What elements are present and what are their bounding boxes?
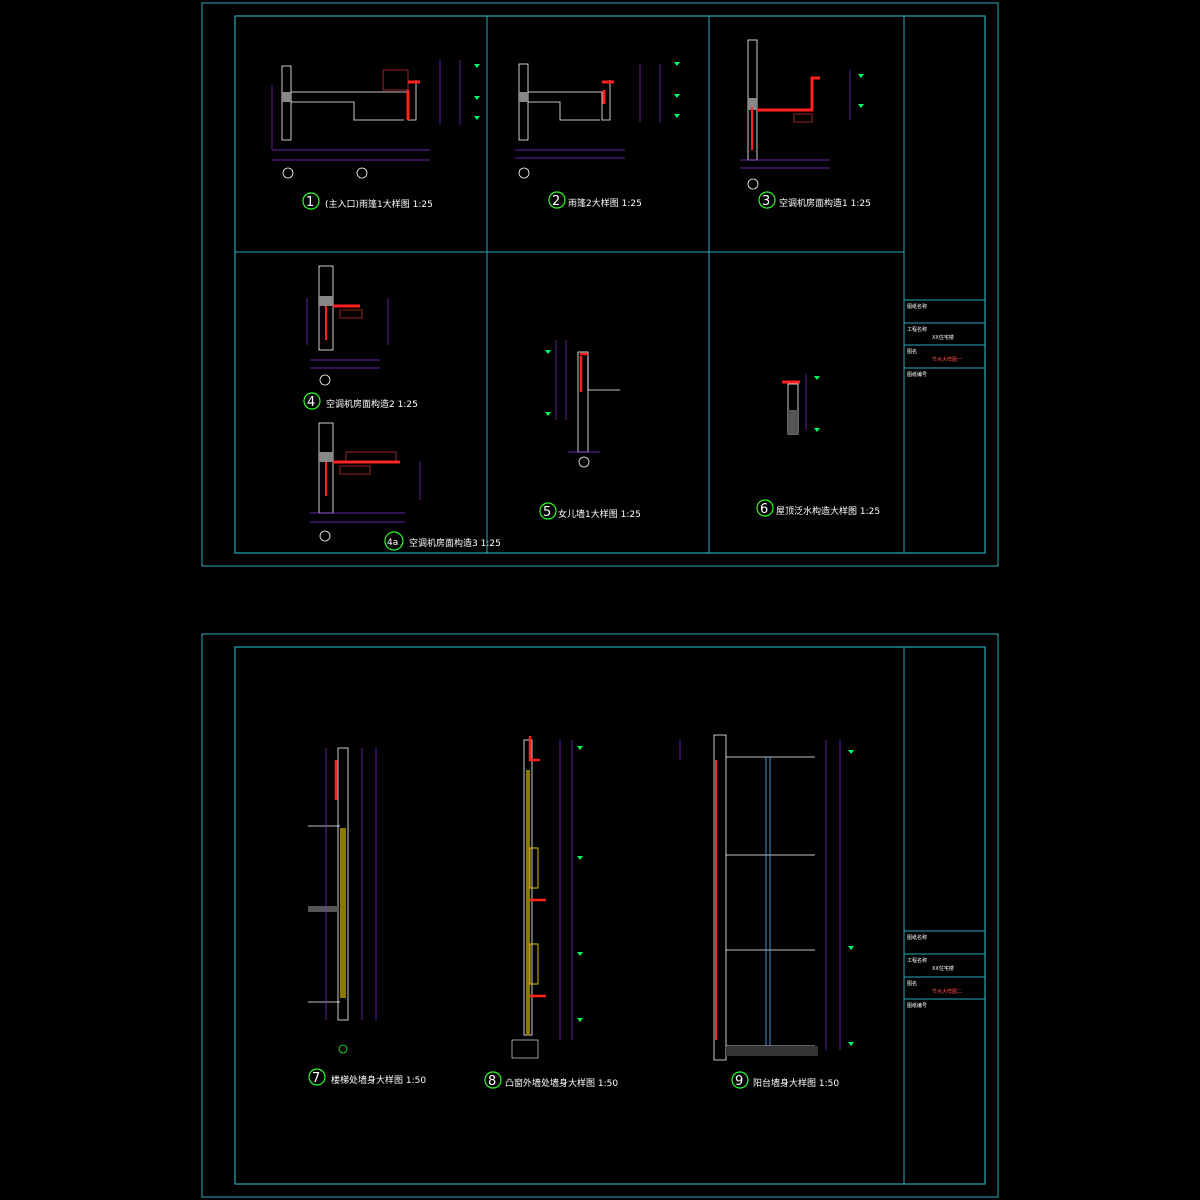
tb2-row1-label: 图纸名称 [907, 934, 927, 941]
detail-7-drawing [308, 747, 377, 1054]
sheet-1-title-block: 图纸名称 工程名称 XX住宅楼 图名 节点大样图一 图纸编号 [904, 299, 985, 378]
detail-8-title: 8 凸窗外墙处墙身大样图 1:50 [484, 1071, 618, 1089]
detail-3-drawing [740, 39, 864, 190]
tb1-row1-label: 图纸名称 [907, 303, 927, 310]
detail-6-label: 屋顶泛水构造大样图 1:25 [776, 505, 880, 517]
detail-2-number: 2 [552, 194, 560, 209]
detail-5-number: 5 [543, 505, 551, 520]
sheet-2-title-block: 图纸名称 工程名称 XX住宅楼 图名 节点大样图二 图纸编号 [904, 930, 985, 1009]
detail-2-drawing [515, 62, 680, 179]
detail-5-title: 5 女儿墙1大样图 1:25 [539, 502, 641, 520]
detail-6-number: 6 [760, 502, 768, 517]
sheet-2-inner-frame [234, 646, 986, 1185]
detail-7-title: 7 楼梯处墙身大样图 1:50 [308, 1068, 426, 1086]
detail-4a-title: 4a 空调机房面构造3 1:25 [384, 531, 501, 551]
detail-1-label: (主入口)雨篷1大样图 1:25 [325, 198, 433, 210]
detail-4a-number: 4a [387, 538, 398, 548]
tb2-row3-value: 节点大样图二 [932, 988, 962, 995]
detail-7-number: 7 [312, 1071, 320, 1086]
tb2-row4-label: 图纸编号 [907, 1002, 927, 1009]
sheet-1: 图纸名称 工程名称 XX住宅楼 图名 节点大样图一 图纸编号 [201, 2, 999, 567]
detail-5-drawing [545, 340, 620, 468]
detail-4-number: 4 [307, 395, 315, 410]
sheet-1-inner-frame [234, 15, 986, 554]
tb1-row2-label: 工程名称 [907, 326, 927, 333]
detail-5-label: 女儿墙1大样图 1:25 [558, 508, 641, 520]
tb1-row3-label: 图名 [907, 348, 917, 355]
tb1-row4-label: 图纸编号 [907, 371, 927, 378]
sheet-1-outer-frame [201, 2, 999, 567]
detail-3-label: 空调机房面构造1 1:25 [779, 197, 871, 209]
detail-4-label: 空调机房面构造2 1:25 [326, 398, 418, 410]
detail-6-drawing [782, 374, 820, 435]
detail-7-label: 楼梯处墙身大样图 1:50 [331, 1074, 426, 1086]
detail-2-title: 2 雨篷2大样图 1:25 [548, 191, 642, 209]
tb2-row3-label: 图名 [907, 980, 917, 987]
detail-8-drawing [511, 736, 583, 1059]
detail-4a-drawing [310, 422, 421, 542]
detail-8-number: 8 [488, 1074, 496, 1089]
detail-9-title: 9 阳台墙身大样图 1:50 [731, 1071, 839, 1089]
detail-9-drawing [679, 734, 854, 1061]
detail-4-drawing [306, 265, 389, 386]
tb2-row2-value: XX住宅楼 [932, 965, 954, 972]
detail-3-title: 3 空调机房面构造1 1:25 [758, 191, 871, 209]
detail-9-label: 阳台墙身大样图 1:50 [753, 1077, 839, 1089]
detail-1-title: 1 (主入口)雨篷1大样图 1:25 [302, 192, 433, 210]
sheet-2: 图纸名称 工程名称 XX住宅楼 图名 节点大样图二 图纸编号 7 楼梯处墙身大样… [201, 633, 999, 1198]
tb2-row2-label: 工程名称 [907, 957, 927, 964]
detail-1-drawing [271, 60, 480, 179]
detail-3-number: 3 [762, 194, 770, 209]
detail-9-number: 9 [735, 1074, 743, 1089]
detail-8-label: 凸窗外墙处墙身大样图 1:50 [505, 1077, 618, 1089]
detail-4-title: 4 空调机房面构造2 1:25 [303, 392, 418, 410]
tb1-row3-value: 节点大样图一 [932, 356, 962, 363]
detail-2-label: 雨篷2大样图 1:25 [568, 197, 642, 209]
detail-1-number: 1 [306, 195, 314, 210]
detail-6-title: 6 屋顶泛水构造大样图 1:25 [756, 499, 880, 517]
tb1-row2-value: XX住宅楼 [932, 334, 954, 341]
detail-4a-label: 空调机房面构造3 1:25 [409, 537, 501, 549]
sheet-2-outer-frame [201, 633, 999, 1198]
